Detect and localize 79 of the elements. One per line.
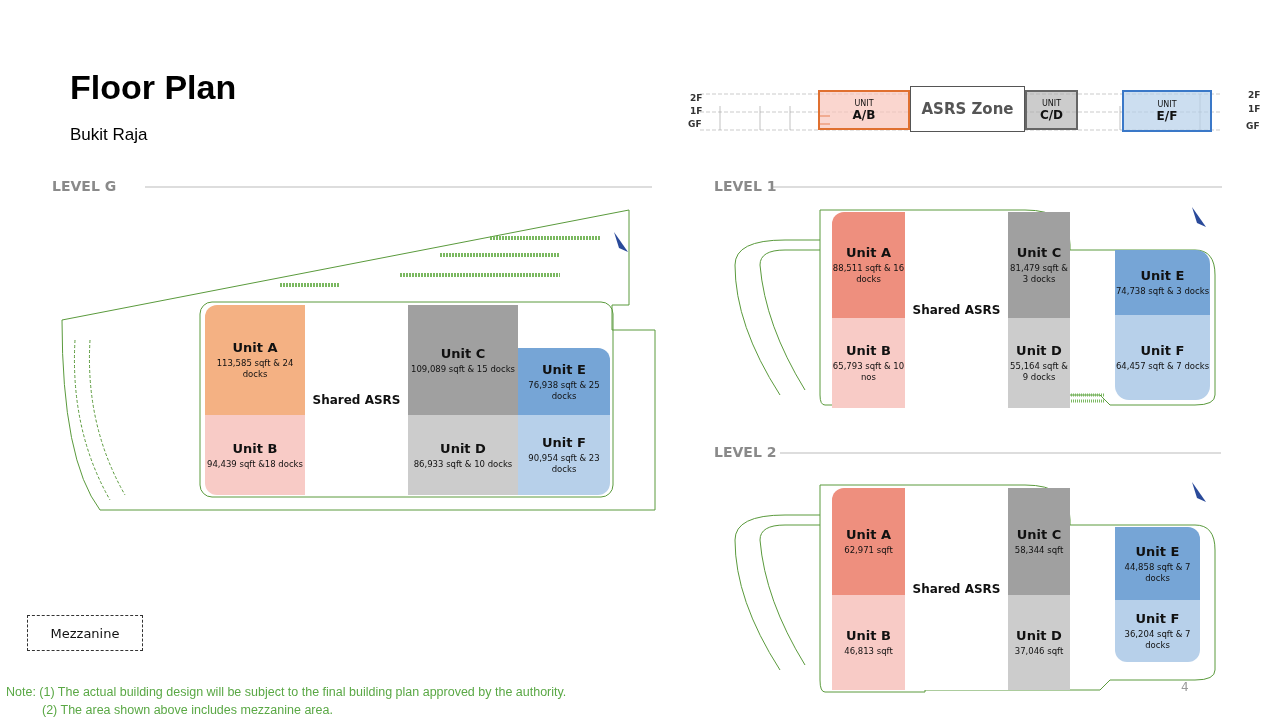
unit-area (1115, 315, 1210, 400)
section-unit-word: UNIT (854, 98, 874, 108)
floor-label: GF (688, 119, 702, 129)
floor-label: GF (1246, 121, 1260, 131)
subtitle: Bukit Raja (70, 125, 148, 145)
section-zone-block: ASRS Zone (910, 86, 1025, 132)
unit-name: Unit C (440, 345, 486, 362)
unit-name: Unit D (440, 440, 486, 457)
unit-size-text: 88,511 sqft & 16 docks (832, 263, 905, 285)
unit-name: Unit C (1016, 527, 1062, 543)
unit-size-text: 90,954 sqft & 23 docks (527, 453, 601, 475)
unit-name: Unit D (1016, 628, 1062, 644)
unit-size-text: 94,439 sqft &18 docks (207, 458, 303, 470)
unit-size-text: 62,971 sqft (844, 545, 893, 556)
level-heading: LEVEL 2 (714, 444, 777, 460)
section-unit-block (1122, 90, 1212, 132)
section-unit-block (818, 90, 910, 130)
unit-size-text: 74,738 sqft & 3 docks (1115, 286, 1210, 297)
unit-area (1115, 527, 1200, 600)
unit-size-text: 36,204 sqft & 7 docks (1123, 629, 1192, 651)
unit-area (832, 488, 905, 595)
unit-size-text: 55,164 sqft & 9 docks (1009, 361, 1069, 383)
section-unit-word: UNIT (1041, 98, 1062, 108)
unit-size-text: 58,344 sqft (1014, 545, 1064, 556)
unit-name: Unit D (1016, 343, 1062, 359)
unit-size-text: 81,479 sqft & 3 docks (1009, 263, 1069, 285)
floor-label: 1F (690, 106, 703, 116)
unit-size-text: 65,793 sqft & 10 nos (832, 361, 905, 383)
unit-name: Unit E (1140, 268, 1185, 284)
unit-size-text: 109,089 sqft & 15 docks (411, 363, 515, 375)
unit-area (832, 595, 905, 690)
unit-area (832, 318, 905, 408)
unit-area (408, 305, 518, 415)
note-text: Note: (1) The actual building design will be subject to the final building plan approved by the authority. (6, 685, 567, 699)
unit-area (1115, 250, 1210, 315)
unit-name: Unit F (1135, 611, 1180, 627)
section-unit-name: C/D (1039, 107, 1064, 122)
unit-name: Unit A (232, 340, 278, 356)
note-text: (2) The area shown above includes mezzanine area. (42, 703, 333, 717)
unit-area (408, 415, 518, 495)
unit-name: Unit B (232, 440, 278, 457)
floor-label: 1F (1248, 104, 1261, 114)
unit-area (832, 212, 905, 318)
legend-box: Mezzanine (27, 615, 143, 651)
unit-name: Unit E (1135, 543, 1180, 560)
unit-size-text: 44,858 sqft & 7 docks (1123, 561, 1192, 584)
unit-size-text: 46,813 sqft (844, 646, 893, 657)
unit-name: Unit F (1140, 343, 1185, 359)
page-title: Floor Plan (70, 68, 237, 107)
floor-label: 2F (1248, 90, 1261, 100)
unit-name: Unit B (846, 343, 891, 359)
unit-name: Unit C (1016, 245, 1062, 261)
unit-area (1008, 318, 1070, 408)
section-unit-name: A/B (852, 107, 876, 122)
unit-name: Unit A (845, 527, 892, 543)
unit-area (1008, 488, 1070, 595)
unit-area (205, 305, 305, 415)
level-heading: LEVEL G (52, 178, 117, 194)
unit-name: Unit A (845, 245, 892, 261)
unit-size-text: 86,933 sqft & 10 docks (413, 458, 513, 470)
level-heading: LEVEL 1 (714, 178, 777, 194)
section-unit-word: UNIT (1157, 99, 1177, 109)
unit-area (1008, 212, 1070, 318)
unit-name: Unit F (542, 435, 586, 451)
unit-name: Unit B (846, 628, 891, 644)
unit-size-text: 76,938 sqft & 25 docks (527, 379, 601, 402)
unit-size-text: 113,585 sqft & 24 docks (215, 358, 295, 380)
floor-label: 2F (690, 93, 703, 103)
unit-name: Unit E (542, 361, 586, 378)
page-number: 4 (1181, 680, 1189, 694)
unit-area (518, 415, 610, 495)
unit-area (1008, 595, 1070, 690)
section-unit-name: E/F (1156, 108, 1178, 123)
unit-area (1115, 600, 1200, 662)
section-unit-block (1025, 90, 1078, 130)
unit-size-text: 64,457 sqft & 7 docks (1115, 361, 1210, 372)
unit-area (205, 415, 305, 495)
unit-area (518, 348, 610, 415)
unit-size-text: 37,046 sqft (1014, 646, 1064, 657)
